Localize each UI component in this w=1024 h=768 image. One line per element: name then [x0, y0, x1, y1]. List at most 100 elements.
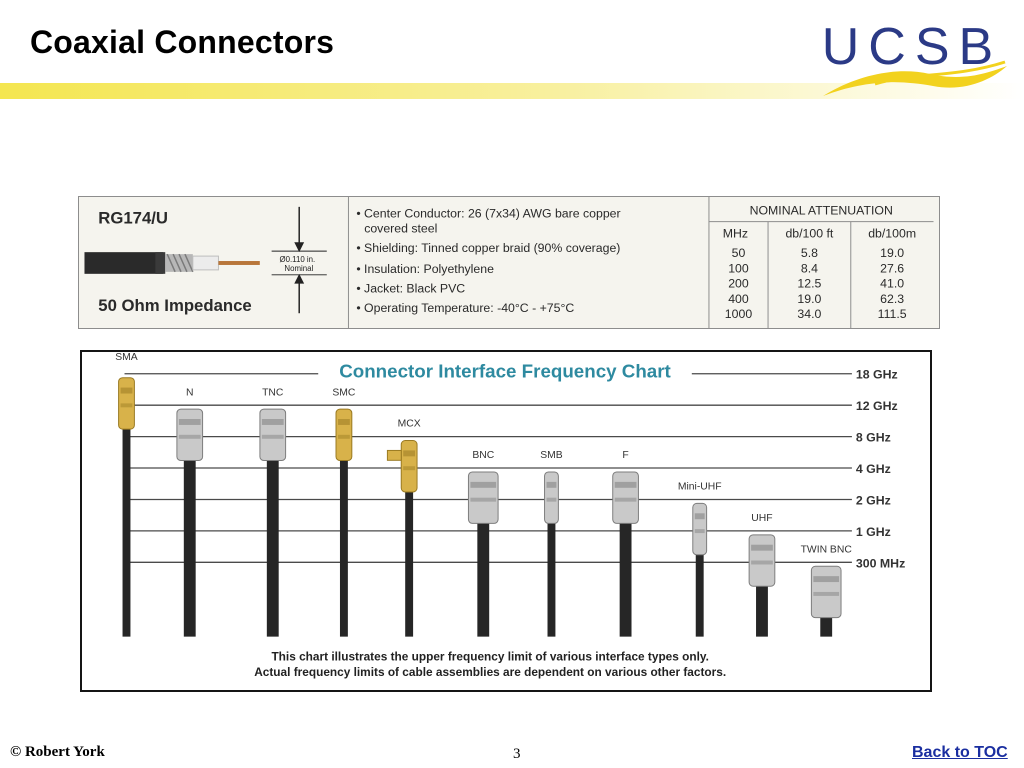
- attenuation-header: db/100m: [868, 226, 916, 240]
- connector-bnc: BNC: [467, 450, 499, 637]
- connector-uhf: UHF: [748, 513, 776, 637]
- connector-label: SMC: [332, 387, 356, 398]
- back-to-toc-link[interactable]: Back to TOC: [912, 744, 1008, 761]
- connector-label: N: [186, 387, 193, 398]
- frequency-level-label: 300 MHz: [856, 556, 905, 570]
- cable-illustration: [84, 252, 260, 274]
- connector-cable: [339, 450, 348, 637]
- spec-bullet: • Operating Temperature: -40°C - +75°C: [356, 301, 574, 315]
- page-number: 3: [513, 746, 521, 762]
- connector-label: MCX: [398, 419, 421, 430]
- frequency-level-label: 18 GHz: [856, 368, 898, 382]
- connector-band: [546, 481, 557, 488]
- connector-body: [810, 565, 842, 619]
- attenuation-cell: 27.6: [880, 261, 904, 275]
- spec-bullets: • Center Conductor: 26 (7x34) AWG bare c…: [356, 207, 620, 316]
- connector-band: [813, 591, 840, 596]
- connector-label: SMB: [540, 450, 563, 461]
- attenuation-cell: 19.0: [797, 292, 821, 306]
- connector-mini-uhf: Mini-UHF: [678, 482, 722, 637]
- attenuation-title: NOMINAL ATTENUATION: [750, 204, 893, 218]
- attenuation-cell: 41.0: [880, 277, 904, 291]
- connector-smc: SMC: [332, 387, 356, 637]
- cable-name: RG174/U: [98, 209, 168, 228]
- connector-band: [813, 576, 840, 583]
- connector-cable: [695, 544, 704, 637]
- connector-band: [546, 497, 557, 502]
- connector-band: [403, 466, 416, 471]
- connector-cable: [547, 513, 556, 637]
- freq-chart-note-line1: This chart illustrates the upper frequen…: [271, 649, 708, 663]
- connector-sma: SMA: [115, 352, 138, 637]
- connector-label: BNC: [472, 450, 494, 461]
- attenuation-cell: 1000: [725, 307, 753, 321]
- attenuation-table: NOMINAL ATTENUATION MHz db/100 ft db/100…: [708, 204, 934, 328]
- connector-band: [614, 481, 637, 488]
- connector-twin-bnc: TWIN BNC: [801, 544, 853, 637]
- attenuation-header: MHz: [723, 226, 748, 240]
- spec-bullet: • Shielding: Tinned copper braid (90% co…: [356, 241, 620, 255]
- slide-title: Coaxial Connectors: [30, 24, 335, 60]
- connector-label: SMA: [115, 352, 138, 363]
- connector-band: [337, 419, 350, 425]
- connector-cable: [183, 450, 196, 637]
- connector-band: [178, 419, 201, 425]
- connector-cable: [619, 513, 632, 637]
- connector-band: [614, 497, 637, 502]
- connector-label: Mini-UHF: [678, 482, 722, 493]
- connector-columns: SMA N TNC SMC MCX BNC SMB F Mini-UHF UHF TWIN BNC: [115, 352, 852, 637]
- spec-bullet: • Jacket: Black PVC: [356, 282, 465, 296]
- connector-cable: [477, 513, 490, 637]
- attenuation-cell: 111.5: [878, 307, 907, 321]
- connector-cable: [820, 607, 833, 637]
- attenuation-cell: 8.4: [801, 261, 818, 275]
- spec-bullet: • Insulation: Polyethylene: [356, 262, 494, 276]
- spec-bullet: • Center Conductor: 26 (7x34) AWG bare c…: [356, 207, 620, 221]
- freq-chart-note-line2: Actual frequency limits of cable assembl…: [254, 665, 726, 679]
- connector-cable: [266, 450, 279, 637]
- diameter-label: Ø0.110 in.: [280, 255, 316, 264]
- frequency-level-lines: 18 GHz 12 GHz 8 GHz 4 GHz 2 GHz 1 GHz 300 MHz: [124, 368, 905, 570]
- attenuation-cell: 200: [728, 277, 749, 291]
- connector-band: [337, 434, 350, 439]
- connector-band: [261, 419, 284, 425]
- connector-label: TWIN BNC: [801, 544, 853, 555]
- connector-band: [470, 497, 497, 502]
- attenuation-cell: 50: [732, 246, 746, 260]
- frequency-level-label: 8 GHz: [856, 431, 891, 445]
- connector-label: UHF: [751, 513, 772, 524]
- frequency-level-label: 4 GHz: [856, 462, 891, 476]
- connector-band: [120, 403, 133, 408]
- connector-band: [120, 387, 133, 394]
- attenuation-cell: 62.3: [880, 292, 904, 306]
- freq-chart-title: Connector Interface Frequency Chart: [339, 361, 671, 382]
- attenuation-cell: 34.0: [797, 307, 821, 321]
- attenuation-header: db/100 ft: [785, 226, 833, 240]
- connector-cable: [122, 419, 131, 637]
- connector-tnc: TNC: [259, 387, 287, 637]
- copyright-text: © Robert York: [10, 744, 105, 760]
- frequency-level-label: 1 GHz: [856, 525, 891, 539]
- frequency-level-label: 2 GHz: [856, 493, 891, 507]
- ucsb-logo: UCSB: [822, 18, 1007, 96]
- frequency-level-label: 12 GHz: [856, 399, 898, 413]
- connector-cable: [405, 482, 414, 637]
- connector-label: TNC: [262, 387, 284, 398]
- attenuation-cell: 12.5: [797, 277, 821, 291]
- connector-mcx: MCX: [386, 419, 421, 637]
- diameter-note: Nominal: [284, 264, 313, 273]
- connector-band: [470, 481, 497, 488]
- attenuation-cell: 5.8: [801, 246, 818, 260]
- connector-band: [403, 450, 416, 457]
- connector-label: F: [622, 450, 628, 461]
- spec-bullet: covered steel: [364, 221, 437, 235]
- connector-f: F: [612, 450, 639, 637]
- connector-band: [694, 529, 705, 534]
- impedance-label: 50 Ohm Impedance: [98, 296, 251, 315]
- connector-body: [118, 377, 135, 430]
- connector-band: [751, 560, 773, 565]
- connector-elbow: [386, 449, 402, 461]
- title-accent-bar: [0, 83, 1024, 99]
